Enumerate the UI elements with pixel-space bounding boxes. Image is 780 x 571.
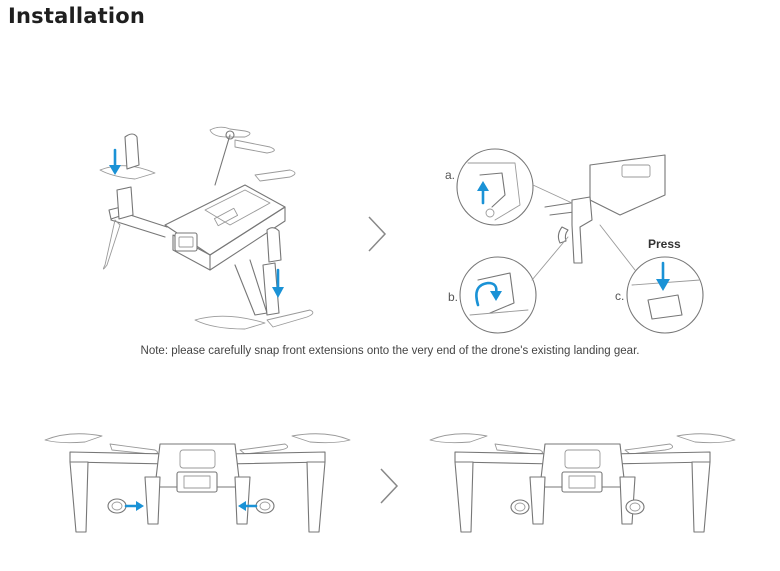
step-a-label: a.: [445, 168, 455, 182]
drone-front-view-after: [429, 433, 736, 533]
step-b-label: b.: [448, 290, 458, 304]
chevron-right-icon: [368, 216, 387, 252]
arrow-left-icon: [238, 501, 246, 511]
step-c-label: c.: [615, 289, 624, 303]
press-label: Press: [648, 237, 681, 251]
drone-front-extension-illustration: [99, 126, 314, 330]
chevron-right-icon: [380, 468, 399, 504]
arrow-rotate-icon: [475, 281, 498, 307]
landing-gear-detail-illustration: a. b. c. Press: [445, 148, 704, 334]
installation-note: Note: please carefully snap front extens…: [140, 345, 640, 357]
page-title: Installation: [8, 4, 146, 28]
arrow-right-icon: [136, 501, 144, 511]
drone-front-view-before: [44, 433, 351, 533]
